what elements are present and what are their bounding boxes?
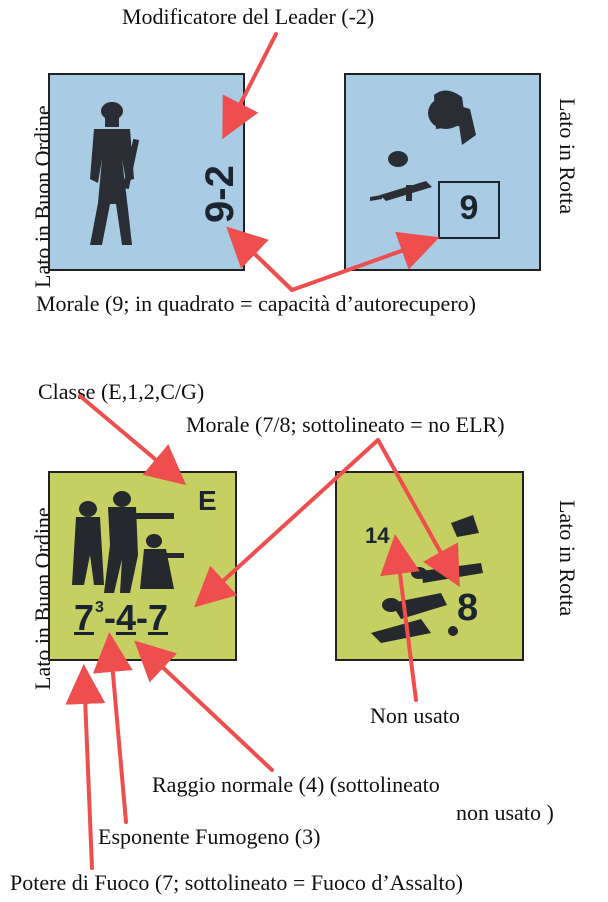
squad-counter-broken: 14 8 [335,471,524,661]
stat-separator: - [135,597,148,638]
squad-counter-good-order: E 73-4-7 [48,471,237,661]
arrow-range [134,640,274,772]
leader-counter-broken: 9 [344,73,541,271]
firepower-label: Potere di Fuoco (7; sottolineato = Fuoco… [10,870,463,895]
squad-stat-line: 73-4-7 [74,597,168,645]
soldier-icon [90,102,140,245]
leader-counter-good-order: 9-2 [48,73,245,271]
class-value: E [198,485,217,516]
broken-soldier-icon [370,90,476,201]
range-value: 4 [115,597,136,638]
top-morale-label: Morale (9; in quadrato = capacità d’auto… [36,291,476,316]
range-label-line1: Raggio normale (4) (sottolineato [152,772,440,797]
bottom-right-side-label: Lato in Rotta [555,500,580,617]
bottom-morale-label: Morale (7/8; sottolineato = no ELR) [186,412,505,437]
morale-value: 7 [147,597,168,638]
top-right-side-label: Lato in Rotta [555,98,580,215]
stat-separator: - [103,597,116,638]
range-label-line2: non usato ) [456,800,554,825]
leader-value: 9-2 [198,165,242,223]
soldiers-icon [72,491,184,593]
class-label: Classe (E,1,2,C/G) [38,379,205,404]
broken-unused-value: 14 [365,523,390,548]
firepower-value: 7 [74,597,95,638]
unused-label: Non usato [370,703,460,728]
smoke-label: Esponente Fumogeno (3) [98,824,321,849]
arrow-firepower [65,664,106,870]
leader-modifier-label: Modificatore del Leader (-2) [122,4,375,29]
smoke-exponent-value: 3 [95,599,104,616]
broken-squad-morale-value: 8 [457,587,479,629]
arrow-class [78,394,187,486]
broken-morale-value: 9 [459,189,479,227]
self-rally-box: 9 [438,181,500,239]
arrow-smoke [92,632,133,824]
